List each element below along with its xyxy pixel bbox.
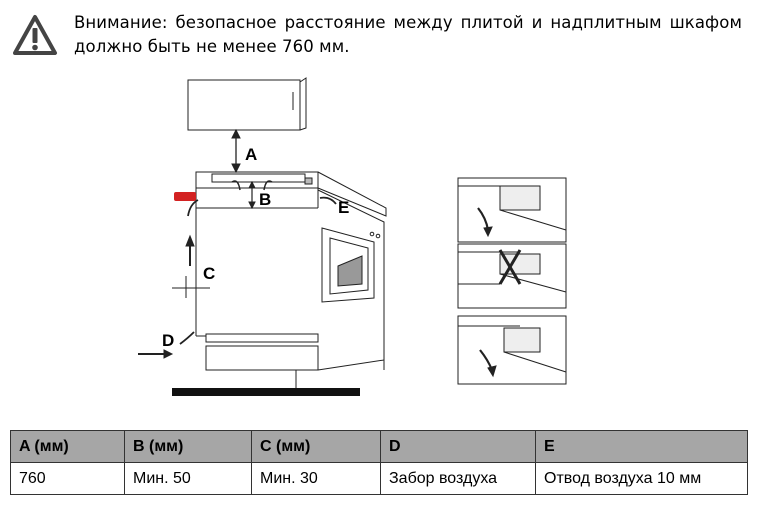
label-e: E [338, 198, 349, 217]
label-c: C [203, 264, 215, 283]
upper-cabinet [187, 77, 307, 131]
table-row: 760 Мин. 50 Мин. 30 Забор воздуха Отвод … [10, 462, 748, 495]
cell-e: Отвод воздуха 10 мм [535, 462, 748, 495]
header-c: C (мм) [251, 430, 381, 463]
header-b: B (мм) [124, 430, 252, 463]
header-d: D [380, 430, 536, 463]
cell-d: Забор воздуха [380, 462, 536, 495]
oven [295, 189, 385, 388]
detail-panel-correct-bottom [457, 315, 567, 385]
cell-c: Мин. 30 [251, 462, 381, 495]
detail-panel-incorrect [457, 243, 567, 309]
installation-diagram: A B E [138, 77, 567, 396]
label-a: A [245, 145, 257, 164]
spec-table: A (мм) B (мм) C (мм) D E 760 Мин. 50 Мин… [10, 430, 748, 495]
arrow-d [138, 331, 195, 359]
table-header-row: A (мм) B (мм) C (мм) D E [10, 430, 748, 463]
label-d: D [162, 331, 174, 350]
red-marker [174, 192, 196, 201]
warning-text: Внимание: безопасное расстояние между пл… [74, 13, 742, 56]
header-a: A (мм) [10, 430, 125, 463]
dimension-c [172, 199, 210, 298]
dimension-a [231, 128, 241, 174]
dimension-b [231, 180, 273, 210]
cell-b: Мин. 50 [124, 462, 252, 495]
header-e: E [535, 430, 748, 463]
warning-icon [13, 15, 57, 55]
cell-a: 760 [10, 462, 125, 495]
side-cabinet [195, 208, 319, 371]
detail-panel-correct-top [457, 177, 567, 243]
floor [172, 388, 360, 396]
label-b: B [259, 190, 271, 209]
